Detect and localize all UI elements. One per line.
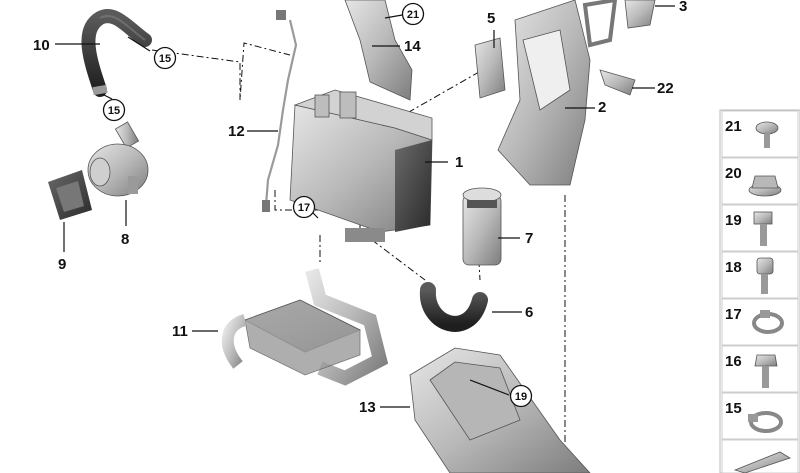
bolt-16-icon <box>754 354 778 367</box>
part-7-fuel-filter <box>462 187 502 266</box>
legend-label-17: 17 <box>725 306 742 323</box>
part-5-plate <box>474 37 506 99</box>
callout-9: 9 <box>58 256 66 273</box>
callout-3: 3 <box>679 0 687 15</box>
callout-11: 11 <box>172 323 188 340</box>
legend-item-partial <box>721 439 799 473</box>
legend-label-19: 19 <box>725 212 742 229</box>
ref-circle-15a <box>153 46 177 70</box>
fastener-legend: 21 20 19 18 17 <box>719 109 800 473</box>
callout-7: 7 <box>525 230 533 247</box>
callout-5: 5 <box>487 10 495 27</box>
ref-15b: 15 <box>108 105 120 117</box>
legend-item-20: 20 <box>721 157 799 205</box>
callout-22: 22 <box>657 80 674 97</box>
bolt-19-icon <box>753 211 773 225</box>
callout-12: 12 <box>228 123 245 140</box>
part-2-main-bracket <box>497 0 591 186</box>
legend-item-21: 21 <box>721 110 799 158</box>
legend-item-18: 18 <box>721 251 799 299</box>
part-22-clip <box>599 69 636 96</box>
trim-piece-icon <box>733 451 791 473</box>
callout-8: 8 <box>121 231 129 248</box>
part-3-clip <box>582 0 656 48</box>
legend-label-16: 16 <box>725 353 742 370</box>
part-12-fuel-line <box>262 10 298 212</box>
ref-17: 17 <box>298 202 310 214</box>
part-1-auxiliary-heater <box>289 89 433 242</box>
part-14-bracket <box>344 0 413 101</box>
legend-label-18: 18 <box>725 259 742 276</box>
part-6-u-hose <box>419 282 488 332</box>
circled-references: 15 15 17 19 21 <box>102 2 533 408</box>
ref-circle-17 <box>292 195 316 219</box>
legend-label-15: 15 <box>725 400 742 417</box>
leader-lines <box>55 5 675 408</box>
ref-circle-15b <box>102 98 126 122</box>
part-11-exhaust-silencer <box>221 268 389 386</box>
ref-circle-19 <box>509 384 533 408</box>
part-10-coolant-hose <box>81 9 152 97</box>
callout-13: 13 <box>359 399 376 416</box>
legend-label-21: 21 <box>725 118 742 135</box>
legend-item-19: 19 <box>721 204 799 252</box>
ref-circle-21 <box>401 2 425 26</box>
ref-21: 21 <box>407 9 419 21</box>
legend-item-17: 17 <box>721 298 799 346</box>
part-13-mounting-tray <box>409 347 591 473</box>
legend-item-16: 16 <box>721 345 799 393</box>
legend-item-15: 15 <box>721 392 799 440</box>
callout-labels: 10 1 2 3 5 6 7 8 9 11 12 13 14 22 <box>33 0 687 416</box>
part-9-rubber-mount <box>48 170 92 220</box>
callout-14: 14 <box>404 38 421 55</box>
callout-10: 10 <box>33 37 50 54</box>
callout-1: 1 <box>455 154 463 171</box>
part-8-water-pump <box>87 121 149 197</box>
ref-15a: 15 <box>159 53 171 65</box>
callout-2: 2 <box>598 99 606 116</box>
bolt-18-icon <box>756 257 774 275</box>
callout-6: 6 <box>525 304 533 321</box>
ref-19: 19 <box>515 391 527 403</box>
legend-label-20: 20 <box>725 165 742 182</box>
